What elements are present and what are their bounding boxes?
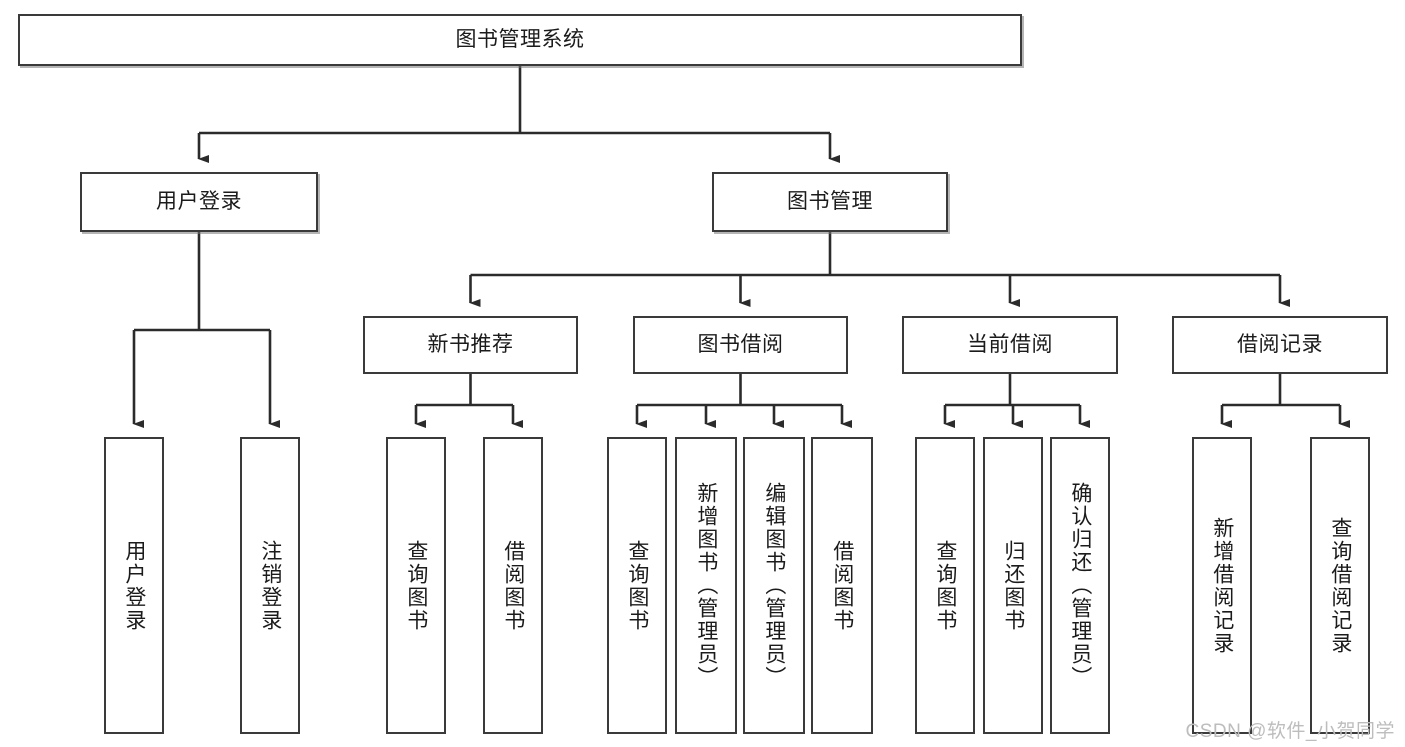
node-new-book-recommendation[interactable]: 新书推荐 xyxy=(363,316,578,374)
node-user-login[interactable]: 用户登录 xyxy=(80,172,318,232)
node-label: 当前借阅 xyxy=(967,332,1053,356)
node-root-book-management-system[interactable]: 图书管理系统 xyxy=(18,14,1022,66)
node-leaf-return-books[interactable]: 归还图书 xyxy=(983,437,1043,734)
node-label: 图书借阅 xyxy=(697,332,784,356)
node-borrowing-records[interactable]: 借阅记录 xyxy=(1172,316,1388,374)
node-leaf-logout[interactable]: 注销登录 xyxy=(240,437,300,734)
node-leaf-query-books-recommend[interactable]: 查询图书 xyxy=(386,437,446,734)
node-leaf-query-borrow-record[interactable]: 查询借阅记录 xyxy=(1310,437,1370,734)
node-book-borrowing[interactable]: 图书借阅 xyxy=(633,316,848,374)
node-label: 查询图书 xyxy=(933,539,957,632)
node-leaf-borrow-books-recommend[interactable]: 借阅图书 xyxy=(483,437,543,734)
node-label: 新书推荐 xyxy=(427,332,514,356)
node-leaf-add-borrow-record[interactable]: 新增借阅记录 xyxy=(1192,437,1252,734)
node-leaf-query-books-current[interactable]: 查询图书 xyxy=(915,437,975,734)
node-label: 借阅图书 xyxy=(830,539,854,632)
node-label: 查询图书 xyxy=(404,539,428,632)
node-label: 用户登录 xyxy=(156,189,242,213)
node-leaf-query-books-borrowing[interactable]: 查询图书 xyxy=(607,437,667,734)
node-current-borrowing[interactable]: 当前借阅 xyxy=(902,316,1118,374)
node-leaf-borrow-books-borrowing[interactable]: 借阅图书 xyxy=(811,437,873,734)
node-leaf-confirm-return-admin[interactable]: 确认归还（管理员） xyxy=(1050,437,1110,734)
node-label: 借阅记录 xyxy=(1237,332,1323,356)
node-book-management[interactable]: 图书管理 xyxy=(712,172,948,232)
node-leaf-edit-book-admin[interactable]: 编辑图书（管理员） xyxy=(743,437,805,734)
node-label: 新增图书（管理员） xyxy=(694,482,718,689)
node-leaf-user-login[interactable]: 用户登录 xyxy=(104,437,164,734)
node-label: 编辑图书（管理员） xyxy=(762,482,786,689)
node-leaf-add-book-admin[interactable]: 新增图书（管理员） xyxy=(675,437,737,734)
node-label: 确认归还（管理员） xyxy=(1068,482,1092,689)
node-label: 新增借阅记录 xyxy=(1210,516,1234,655)
node-label: 图书管理系统 xyxy=(455,27,585,51)
node-label: 归还图书 xyxy=(1001,539,1025,632)
node-label: 查询借阅记录 xyxy=(1328,516,1352,655)
node-label: 图书管理 xyxy=(787,189,873,213)
node-label: 借阅图书 xyxy=(501,539,525,632)
node-label: 查询图书 xyxy=(625,539,649,632)
node-label: 注销登录 xyxy=(258,539,282,632)
node-label: 用户登录 xyxy=(122,539,146,632)
